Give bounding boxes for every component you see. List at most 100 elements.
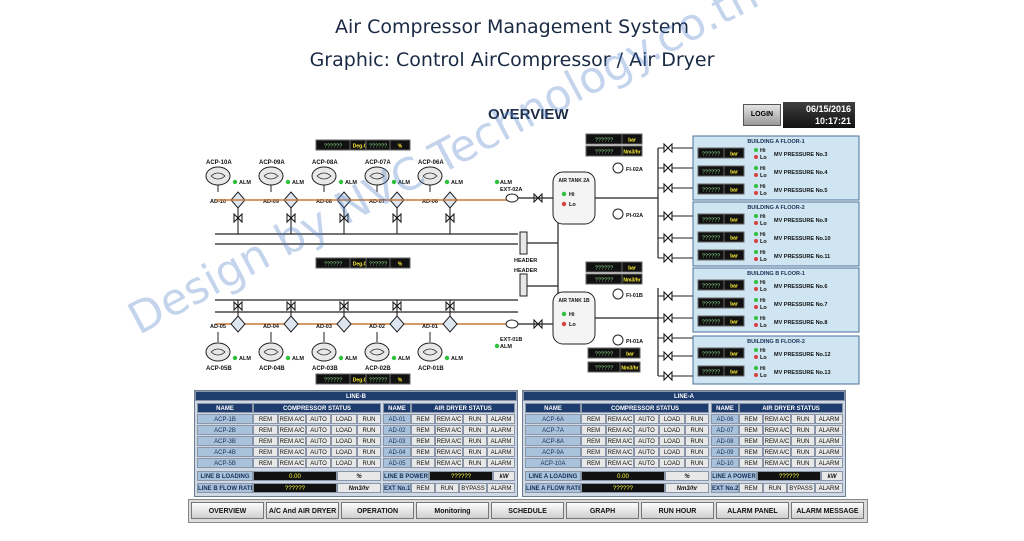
line-b-compressor-run-button[interactable]: RUN (357, 425, 381, 435)
line-b-compressor-remac-button[interactable]: REM A/C (278, 458, 306, 468)
pi-01a-icon[interactable] (612, 334, 624, 346)
line-b-dryer-alarm-button[interactable]: ALARM (487, 425, 515, 435)
fi-01b-icon[interactable] (612, 288, 624, 300)
line-a-compressor-load-button[interactable]: LOAD (659, 425, 685, 435)
dryer-icon[interactable] (336, 315, 352, 333)
line-a-dryer-run-button[interactable]: RUN (791, 414, 815, 424)
line-a-dryer-alarm-button[interactable]: ALARM (815, 414, 843, 424)
branch-valve-icon[interactable] (663, 232, 673, 244)
line-a-compressor-run-button[interactable]: RUN (685, 414, 709, 424)
line-b-compressor-remac-button[interactable]: REM A/C (278, 414, 306, 424)
line-b-compressor-rem-button[interactable]: REM (253, 425, 278, 435)
compressor-icon[interactable] (417, 166, 443, 186)
line-b-dryer-remac-button[interactable]: REM A/C (435, 458, 463, 468)
line-a-compressor-load-button[interactable]: LOAD (659, 436, 685, 446)
line-a-dryer-alarm-button[interactable]: ALARM (815, 436, 843, 446)
compressor-icon[interactable] (364, 166, 390, 186)
line-a-ext-alarm-button[interactable]: ALARM (815, 483, 843, 493)
compressor-icon[interactable] (258, 342, 284, 362)
dryer-valve-icon[interactable] (233, 300, 243, 312)
line-b-compressor-auto-button[interactable]: AUTO (306, 458, 331, 468)
line-b-ext-run-button[interactable]: RUN (435, 483, 459, 493)
line-b-compressor-load-button[interactable]: LOAD (331, 414, 357, 424)
line-a-compressor-run-button[interactable]: RUN (685, 458, 709, 468)
dryer-icon[interactable] (230, 315, 246, 333)
line-b-compressor-remac-button[interactable]: REM A/C (278, 425, 306, 435)
nav-a-c-and-air-dryer-button[interactable]: A/C And AIR DRYER (266, 502, 339, 519)
branch-valve-icon[interactable] (663, 252, 673, 264)
line-b-dryer-run-button[interactable]: RUN (463, 447, 487, 457)
line-b-compressor-load-button[interactable]: LOAD (331, 425, 357, 435)
line-a-compressor-auto-button[interactable]: AUTO (634, 425, 659, 435)
ext-top-icon[interactable] (505, 193, 519, 203)
line-b-compressor-rem-button[interactable]: REM (253, 447, 278, 457)
dryer-valve-icon[interactable] (445, 300, 455, 312)
line-b-ext-rem-button[interactable]: REM (411, 483, 435, 493)
line-a-dryer-rem-button[interactable]: REM (739, 447, 763, 457)
dryer-valve-icon[interactable] (286, 300, 296, 312)
line-a-compressor-auto-button[interactable]: AUTO (634, 414, 659, 424)
line-a-dryer-rem-button[interactable]: REM (739, 425, 763, 435)
line-b-ext-alarm-button[interactable]: ALARM (487, 483, 515, 493)
compressor-icon[interactable] (364, 342, 390, 362)
compressor-icon[interactable] (311, 342, 337, 362)
line-b-dryer-remac-button[interactable]: REM A/C (435, 447, 463, 457)
line-a-ext-run-button[interactable]: RUN (763, 483, 787, 493)
branch-valve-icon[interactable] (663, 162, 673, 174)
line-a-compressor-load-button[interactable]: LOAD (659, 447, 685, 457)
line-b-dryer-run-button[interactable]: RUN (463, 425, 487, 435)
compressor-icon[interactable] (417, 342, 443, 362)
line-b-dryer-run-button[interactable]: RUN (463, 414, 487, 424)
line-a-compressor-auto-button[interactable]: AUTO (634, 447, 659, 457)
line-a-compressor-rem-button[interactable]: REM (581, 447, 606, 457)
line-a-compressor-auto-button[interactable]: AUTO (634, 458, 659, 468)
dryer-valve-icon[interactable] (392, 212, 402, 224)
nav-operation-button[interactable]: OPERATION (341, 502, 414, 519)
dryer-valve-icon[interactable] (392, 300, 402, 312)
line-a-ext-rem-button[interactable]: REM (739, 483, 763, 493)
line-b-dryer-run-button[interactable]: RUN (463, 458, 487, 468)
nav-monitoring-button[interactable]: Monitoring (416, 502, 489, 519)
line-a-dryer-remac-button[interactable]: REM A/C (763, 425, 791, 435)
branch-valve-icon[interactable] (663, 290, 673, 302)
line-b-compressor-auto-button[interactable]: AUTO (306, 436, 331, 446)
line-a-compressor-remac-button[interactable]: REM A/C (606, 436, 634, 446)
line-b-compressor-rem-button[interactable]: REM (253, 414, 278, 424)
branch-valve-icon[interactable] (663, 370, 673, 382)
dryer-valve-icon[interactable] (286, 212, 296, 224)
line-a-compressor-rem-button[interactable]: REM (581, 425, 606, 435)
nav-overview-button[interactable]: OVERVIEW (191, 502, 264, 519)
line-b-ext-bypass-button[interactable]: BYPASS (459, 483, 487, 493)
line-b-compressor-run-button[interactable]: RUN (357, 458, 381, 468)
line-a-dryer-run-button[interactable]: RUN (791, 447, 815, 457)
compressor-icon[interactable] (258, 166, 284, 186)
line-b-compressor-load-button[interactable]: LOAD (331, 447, 357, 457)
line-b-compressor-auto-button[interactable]: AUTO (306, 447, 331, 457)
dryer-valve-icon[interactable] (233, 212, 243, 224)
dryer-valve-icon[interactable] (339, 300, 349, 312)
line-b-compressor-remac-button[interactable]: REM A/C (278, 436, 306, 446)
line-a-dryer-remac-button[interactable]: REM A/C (763, 458, 791, 468)
line-a-compressor-rem-button[interactable]: REM (581, 436, 606, 446)
dryer-icon[interactable] (442, 315, 458, 333)
branch-valve-icon[interactable] (663, 182, 673, 194)
line-a-dryer-alarm-button[interactable]: ALARM (815, 425, 843, 435)
line-b-compressor-load-button[interactable]: LOAD (331, 436, 357, 446)
line-a-dryer-remac-button[interactable]: REM A/C (763, 447, 791, 457)
line-b-dryer-rem-button[interactable]: REM (411, 425, 435, 435)
line-b-compressor-load-button[interactable]: LOAD (331, 458, 357, 468)
line-b-dryer-run-button[interactable]: RUN (463, 436, 487, 446)
line-a-ext-bypass-button[interactable]: BYPASS (787, 483, 815, 493)
dryer-icon[interactable] (389, 315, 405, 333)
line-b-dryer-alarm-button[interactable]: ALARM (487, 447, 515, 457)
line-b-dryer-remac-button[interactable]: REM A/C (435, 436, 463, 446)
line-b-dryer-remac-button[interactable]: REM A/C (435, 425, 463, 435)
line-b-compressor-run-button[interactable]: RUN (357, 447, 381, 457)
branch-valve-icon[interactable] (663, 350, 673, 362)
branch-valve-icon[interactable] (663, 142, 673, 154)
line-a-compressor-run-button[interactable]: RUN (685, 425, 709, 435)
compressor-icon[interactable] (205, 166, 231, 186)
branch-valve-icon[interactable] (663, 332, 673, 344)
fi-02a-icon[interactable] (612, 162, 624, 174)
line-b-dryer-rem-button[interactable]: REM (411, 436, 435, 446)
